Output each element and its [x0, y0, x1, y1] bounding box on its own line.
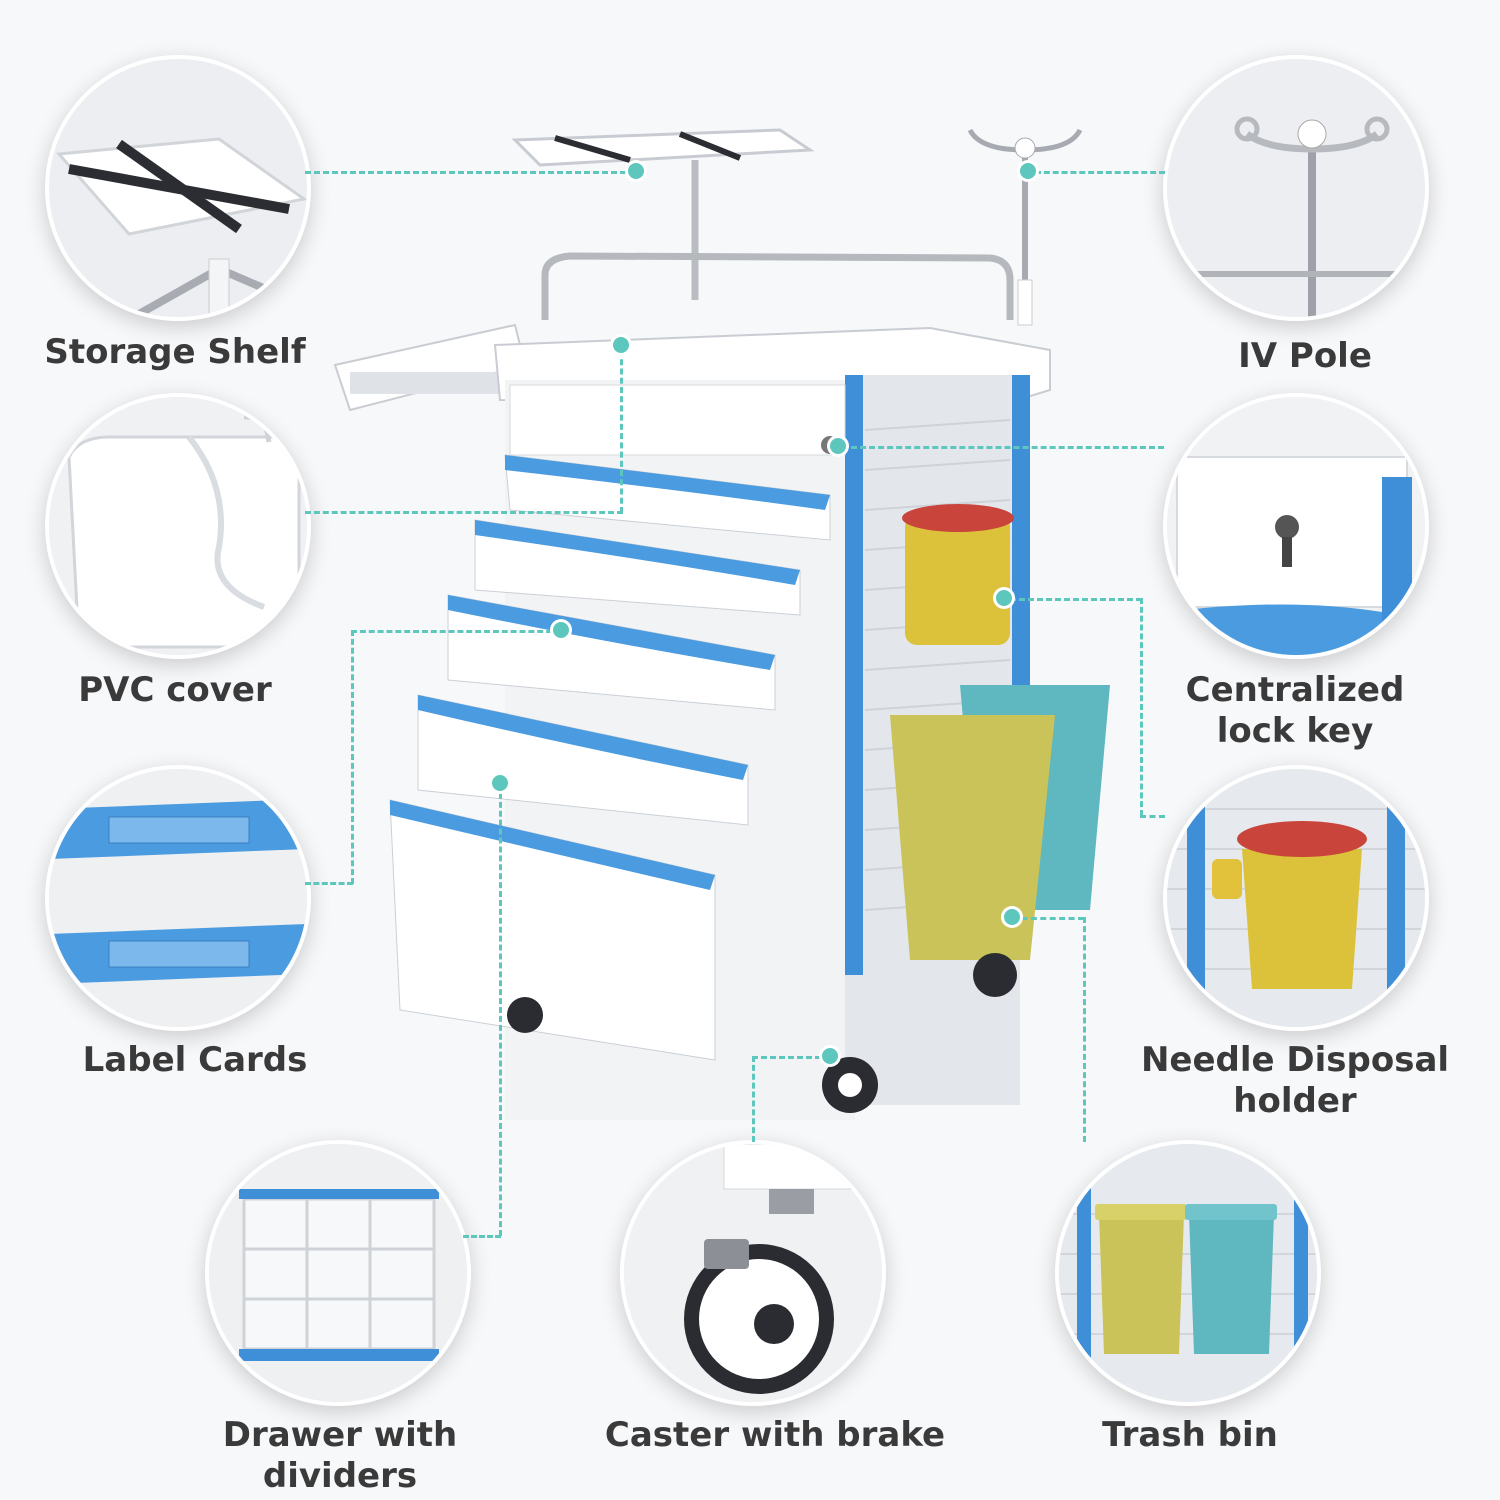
- marker-iv-pole: [1020, 163, 1036, 179]
- guide-trash-h: [1012, 917, 1084, 920]
- lock-key-thumbnail: [1163, 393, 1429, 659]
- marker-trash: [1004, 909, 1020, 925]
- marker-needle: [996, 590, 1012, 606]
- guide-trash-v: [1083, 917, 1086, 1142]
- medical-cart-illustration: [330, 110, 1130, 1120]
- guide-label-cards-v: [351, 630, 354, 884]
- needle-disposal-thumbnail: [1163, 765, 1429, 1031]
- guide-label-cards-h1: [305, 882, 353, 885]
- marker-label-cards: [553, 622, 569, 638]
- marker-drawer: [492, 775, 508, 791]
- label-cards-thumbnail: [45, 765, 311, 1031]
- pvc-cover-label: PVC cover: [78, 670, 272, 710]
- guide-lock-key: [842, 446, 1164, 449]
- guide-caster-v: [752, 1056, 755, 1142]
- drawer-dividers-label: Drawer with dividers: [222, 1415, 458, 1496]
- storage-shelf-thumbnail: [45, 55, 311, 321]
- guide-drawer-h: [463, 1235, 501, 1238]
- storage-shelf-label: Storage Shelf: [44, 332, 306, 372]
- pvc-cover-thumbnail: [45, 393, 311, 659]
- guide-pvc-cover-v: [620, 350, 623, 513]
- guide-needle-v: [1140, 598, 1143, 816]
- guide-caster-h: [752, 1056, 830, 1059]
- guide-needle-h2: [1140, 815, 1165, 818]
- marker-lock-key: [830, 438, 846, 454]
- guide-label-cards-h2: [351, 630, 561, 633]
- trash-bin-thumbnail: [1055, 1140, 1321, 1406]
- marker-storage-shelf: [628, 163, 644, 179]
- lock-key-label: Centralized lock key: [1140, 670, 1450, 752]
- guide-needle-h1: [1010, 598, 1142, 601]
- trash-bin-label: Trash bin: [1102, 1415, 1278, 1455]
- caster-brake-label: Caster with brake: [604, 1415, 946, 1455]
- guide-drawer-v: [499, 784, 502, 1236]
- guide-pvc-cover-h: [305, 511, 623, 514]
- needle-disposal-label-line2: holder: [1233, 1080, 1357, 1121]
- marker-caster: [822, 1048, 838, 1064]
- needle-disposal-label-line1: Needle Disposal: [1140, 1040, 1450, 1080]
- lock-key-label-line1: Centralized: [1185, 670, 1405, 710]
- needle-disposal-label: Needle Disposal holder: [1140, 1040, 1450, 1122]
- caster-brake-thumbnail: [620, 1140, 886, 1406]
- lock-key-label-line2: lock key: [1216, 710, 1374, 751]
- guide-iv-pole: [1035, 171, 1165, 174]
- drawer-dividers-thumbnail: [205, 1140, 471, 1406]
- guide-storage-shelf: [305, 171, 635, 174]
- iv-pole-thumbnail: [1163, 55, 1429, 321]
- marker-pvc-cover: [613, 337, 629, 353]
- iv-pole-label: IV Pole: [1238, 336, 1372, 376]
- label-cards-label: Label Cards: [82, 1040, 308, 1080]
